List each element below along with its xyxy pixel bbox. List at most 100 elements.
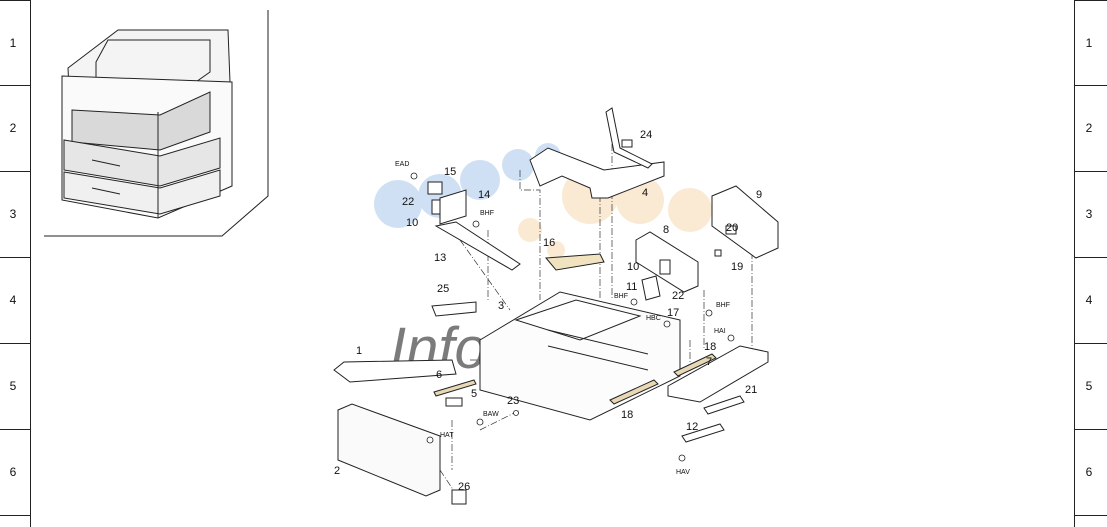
screw-code-bhf-2: BHF <box>614 293 628 300</box>
callout-26: 26 <box>458 481 470 493</box>
right-row-divider <box>1074 343 1107 344</box>
row-number-right-6: 6 <box>1085 465 1093 479</box>
inset-copier-thumbnail <box>44 10 269 237</box>
screw-icon <box>727 334 735 342</box>
part-10-gear <box>431 199 441 215</box>
part-18-rod-b <box>609 379 659 405</box>
part-2-front-panel <box>337 403 441 497</box>
left-row-divider <box>0 515 30 516</box>
screw-icon <box>630 298 638 306</box>
right-row-divider <box>1074 171 1107 172</box>
screw-code-hat: HAT <box>440 432 454 439</box>
row-number-left-2: 2 <box>9 121 17 135</box>
part-4-frame <box>529 147 665 199</box>
callout-10b: 10 <box>627 261 639 273</box>
screw-icon <box>705 309 713 317</box>
callout-24: 24 <box>640 129 652 141</box>
row-number-right-2: 2 <box>1085 121 1093 135</box>
screw-code-baw: BAW <box>483 411 499 418</box>
row-number-left-3: 3 <box>9 207 17 221</box>
left-row-divider <box>0 85 30 86</box>
left-row-divider <box>0 0 30 1</box>
callout-16: 16 <box>543 237 555 249</box>
screw-code-bhf-1: BHF <box>480 210 494 217</box>
part-26-pad <box>451 489 467 505</box>
row-number-right-1: 1 <box>1085 36 1093 50</box>
part-1-cover <box>333 359 457 383</box>
screw-code-hav: HAV <box>676 469 690 476</box>
callout-8: 8 <box>663 224 669 236</box>
part-19-pad <box>714 249 722 257</box>
right-row-divider <box>1074 515 1107 516</box>
screw-icon <box>410 172 418 180</box>
part-6-rod <box>433 379 477 397</box>
part-7-plate <box>667 345 769 403</box>
callout-4: 4 <box>642 187 648 199</box>
screw-icon <box>678 454 686 462</box>
callout-2: 2 <box>334 465 340 477</box>
row-number-left-6: 6 <box>9 465 17 479</box>
right-frame-rail <box>1074 0 1075 527</box>
screw-icon <box>476 418 484 426</box>
screw-icon <box>426 436 434 444</box>
part-18-rod-a <box>673 353 717 377</box>
part-16-rail <box>544 253 605 271</box>
part-10b-gear <box>659 259 671 275</box>
row-number-right-5: 5 <box>1085 379 1093 393</box>
callout-23: 23 <box>507 395 519 407</box>
callout-18a: 18 <box>704 341 716 353</box>
left-row-divider <box>0 257 30 258</box>
part-25-sheet <box>431 301 477 317</box>
right-row-divider <box>1074 85 1107 86</box>
part-21-bracket <box>703 395 745 415</box>
callout-6: 6 <box>436 369 442 381</box>
callout-18b: 18 <box>621 409 633 421</box>
screw-code-hbc: HBC <box>646 315 661 322</box>
callout-14: 14 <box>478 189 490 201</box>
callout-9: 9 <box>756 189 762 201</box>
row-number-right-3: 3 <box>1085 207 1093 221</box>
screw-code-hai: HAI <box>714 328 726 335</box>
callout-21: 21 <box>745 384 757 396</box>
screw-icon <box>663 320 671 328</box>
right-row-divider <box>1074 0 1107 1</box>
callout-19: 19 <box>731 261 743 273</box>
left-row-divider <box>0 343 30 344</box>
part-9-cover <box>711 185 779 259</box>
part-callouts: 24 4 9 8 20 19 15 14 22 10 13 16 10 11 2… <box>334 129 762 493</box>
part-3-inner <box>514 299 642 341</box>
callout-7: 7 <box>706 356 712 368</box>
row-number-left-5: 5 <box>9 379 17 393</box>
part-13-rail <box>434 221 521 271</box>
part-24-label-plate <box>621 139 633 148</box>
screw-code-ead: EAD <box>395 161 409 168</box>
screw-code-bhf-3: BHF <box>716 302 730 309</box>
part-11-plate <box>641 275 661 301</box>
callout-11: 11 <box>626 281 637 293</box>
callout-22a: 22 <box>402 196 414 208</box>
part-20-pad <box>725 225 737 235</box>
parts-drawings <box>333 107 779 505</box>
callout-25: 25 <box>437 283 449 295</box>
screw-icon <box>513 410 519 416</box>
part-14-plate <box>439 189 467 225</box>
row-number-left-1: 1 <box>9 36 17 50</box>
callout-5: 5 <box>471 388 477 400</box>
callout-1: 1 <box>356 345 362 357</box>
callout-3: 3 <box>498 300 504 312</box>
right-row-divider <box>1074 429 1107 430</box>
screw-markers <box>410 172 735 462</box>
callout-10a: 10 <box>406 217 418 229</box>
callout-15: 15 <box>444 166 456 178</box>
left-row-divider <box>0 171 30 172</box>
callout-17: 17 <box>667 307 679 319</box>
callout-12: 12 <box>686 421 698 433</box>
screw-icon <box>472 220 480 228</box>
callout-13: 13 <box>434 252 446 264</box>
row-number-left-4: 4 <box>9 293 17 307</box>
callout-22b: 22 <box>672 290 684 302</box>
screw-codes: EAD BHF BHF BHF HBC HAI BAW HAT HAV <box>395 161 730 476</box>
part-5-handle <box>445 397 463 407</box>
